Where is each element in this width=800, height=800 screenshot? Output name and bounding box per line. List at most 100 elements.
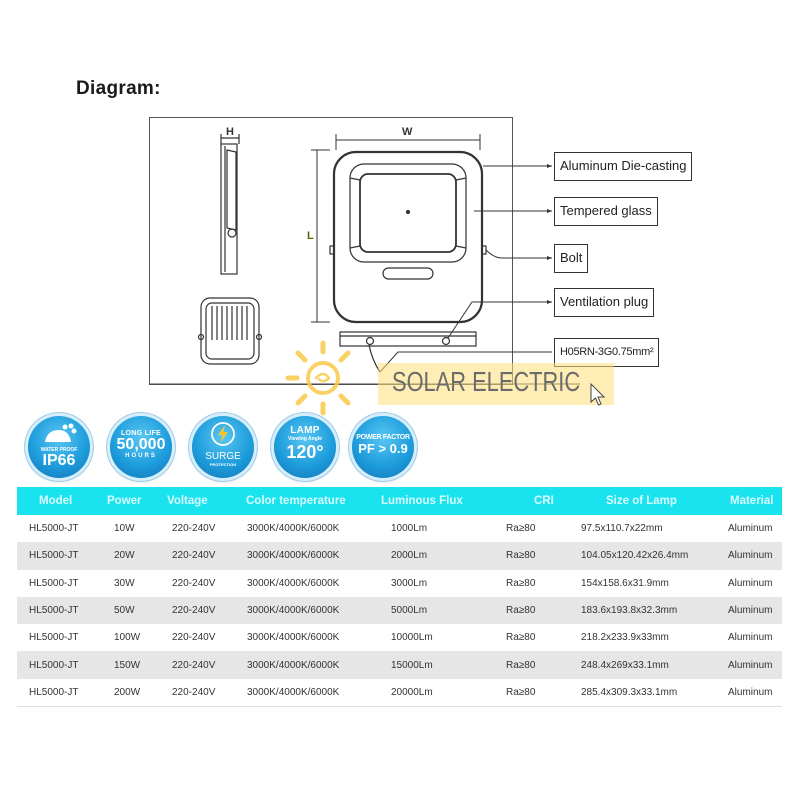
cell-voltage: 220-240V [172, 686, 216, 698]
table-header: Model Power Voltage Color temperature Lu… [17, 487, 782, 515]
cell-size: 154x158.6x31.9mm [581, 577, 669, 589]
dimension-label-width: W [402, 126, 413, 138]
watermark-overlay [378, 363, 614, 405]
column-header-voltage: Voltage [167, 495, 208, 507]
cell-color-temperature: 3000K/4000K/6000K [247, 550, 340, 562]
mouse-cursor-icon [590, 383, 606, 406]
cell-color-temperature: 3000K/4000K/6000K [247, 632, 340, 644]
cell-material: Aluminum [728, 550, 773, 562]
badge-ip66: WATER PROOF IP66 [28, 416, 90, 478]
cell-model: HL5000-JT [29, 605, 79, 617]
cell-luminous-flux: 20000Lm [391, 686, 433, 698]
badge-long-life-unit: HOURS [125, 453, 157, 459]
cell-size: 218.2x233.9x33mm [581, 632, 669, 644]
cell-voltage: 220-240V [172, 523, 216, 535]
column-header-power: Power [107, 495, 142, 507]
cell-cri: Ra≥80 [506, 686, 536, 698]
column-header-model: Model [39, 495, 73, 507]
badge-long-life-value: 50,000 [116, 436, 166, 453]
badge-viewing-angle-sub: Viewing Angle [288, 436, 322, 442]
badge-viewing-angle-value: 120° [286, 442, 324, 462]
cell-cri: Ra≥80 [506, 659, 536, 671]
callout-aluminum-die-casting: Aluminum Die-casting [554, 152, 693, 181]
callout-leader-lines [149, 165, 580, 385]
cell-model: HL5000-JT [29, 577, 79, 589]
cell-color-temperature: 3000K/4000K/6000K [247, 605, 340, 617]
cell-voltage: 220-240V [172, 577, 216, 589]
dimension-label-height: H [226, 126, 234, 138]
back-view-drawing [197, 297, 263, 365]
table-row: HL5000-JT 10W 220-240V 3000K/4000K/6000K 100… [17, 515, 782, 542]
callout-tempered-glass: Tempered glass [554, 197, 658, 226]
cell-power: 50W [114, 605, 135, 617]
badge-long-life: LONG LIFE 50,000 HOURS [110, 416, 172, 478]
cell-size: 248.4x269x33.1mm [581, 659, 669, 671]
column-header-luminous-flux: Luminous Flux [381, 495, 463, 507]
column-header-cri: CRI [534, 495, 554, 507]
waterproof-icon [45, 423, 77, 442]
front-view-drawing [329, 150, 487, 373]
cell-cri: Ra≥80 [506, 577, 536, 589]
watermark-text: SOLAR ELECTRIC [392, 366, 581, 397]
column-header-material: Material [730, 495, 774, 507]
floodlight-drawing [149, 134, 580, 416]
badge-long-life-caption: LONG LIFE [120, 430, 162, 437]
badge-surge-protection: SURGE PROTECTION [192, 416, 254, 478]
cell-luminous-flux: 2000Lm [391, 550, 428, 562]
cell-voltage: 220-240V [172, 659, 216, 671]
cell-power: 200W [114, 686, 141, 698]
diagram-heading: Diagram: [76, 78, 161, 99]
cell-cri: Ra≥80 [506, 632, 536, 644]
cell-color-temperature: 3000K/4000K/6000K [247, 686, 340, 698]
table-row: HL5000-JT 150W 220-240V 3000K/4000K/6000K 15… [17, 651, 782, 679]
cell-size: 104.05x120.42x26.4mm [581, 550, 689, 562]
cell-model: HL5000-JT [29, 686, 79, 698]
table-row: HL5000-JT 50W 220-240V 3000K/4000K/6000K 500… [17, 596, 782, 625]
cell-model: HL5000-JT [29, 523, 79, 535]
cell-voltage: 220-240V [172, 550, 216, 562]
callout-bolt: Bolt [554, 244, 589, 273]
cell-power: 10W [114, 523, 135, 535]
cell-cri: Ra≥80 [506, 523, 536, 535]
table-body: HL5000-JT 10W 220-240V 3000K/4000K/6000K 100… [17, 515, 782, 708]
cell-size: 97.5x110.7x22mm [581, 523, 663, 535]
cell-cri: Ra≥80 [506, 550, 536, 562]
cell-power: 150W [114, 659, 141, 671]
callout-ventilation-plug: Ventilation plug [554, 288, 655, 317]
dimension-lines [311, 134, 481, 323]
cell-model: HL5000-JT [29, 632, 79, 644]
cell-power: 20W [114, 550, 135, 562]
badge-surge-title: SURGE [205, 451, 241, 462]
cell-material: Aluminum [728, 632, 773, 644]
cell-luminous-flux: 15000Lm [391, 659, 433, 671]
badge-viewing-angle: LAMP Viewing Angle 120° [274, 416, 336, 478]
side-view-drawing [220, 134, 240, 275]
cell-material: Aluminum [728, 659, 773, 671]
badge-power-factor-value: PF > 0.9 [358, 441, 408, 456]
cell-power: 100W [114, 632, 141, 644]
sun-icon [285, 340, 351, 416]
cell-luminous-flux: 5000Lm [391, 605, 428, 617]
badge-ip66-caption: WATER PROOF [40, 447, 78, 453]
lightning-bolt-icon [211, 422, 235, 446]
spec-table: Model Power Voltage Color temperature Lu… [17, 487, 782, 708]
cell-size: 285.4x309.3x33.1mm [581, 686, 678, 698]
cell-color-temperature: 3000K/4000K/6000K [247, 523, 340, 535]
badge-surge-caption: PROTECTION [209, 462, 237, 467]
dimension-label-length: L [307, 230, 314, 242]
cell-color-temperature: 3000K/4000K/6000K [247, 659, 340, 671]
column-header-size: Size of Lamp [606, 495, 677, 507]
cell-model: HL5000-JT [29, 659, 79, 671]
cell-cri: Ra≥80 [506, 605, 536, 617]
cell-power: 30W [114, 577, 135, 589]
cell-voltage: 220-240V [172, 632, 216, 644]
cell-luminous-flux: 3000Lm [391, 577, 428, 589]
cell-voltage: 220-240V [172, 605, 216, 617]
table-row: HL5000-JT 200W 220-240V 3000K/4000K/6000K 20… [17, 679, 782, 708]
badge-ip66-value: IP66 [42, 452, 76, 469]
cell-luminous-flux: 1000Lm [391, 523, 428, 535]
cell-size: 183.6x193.8x32.3mm [581, 605, 678, 617]
